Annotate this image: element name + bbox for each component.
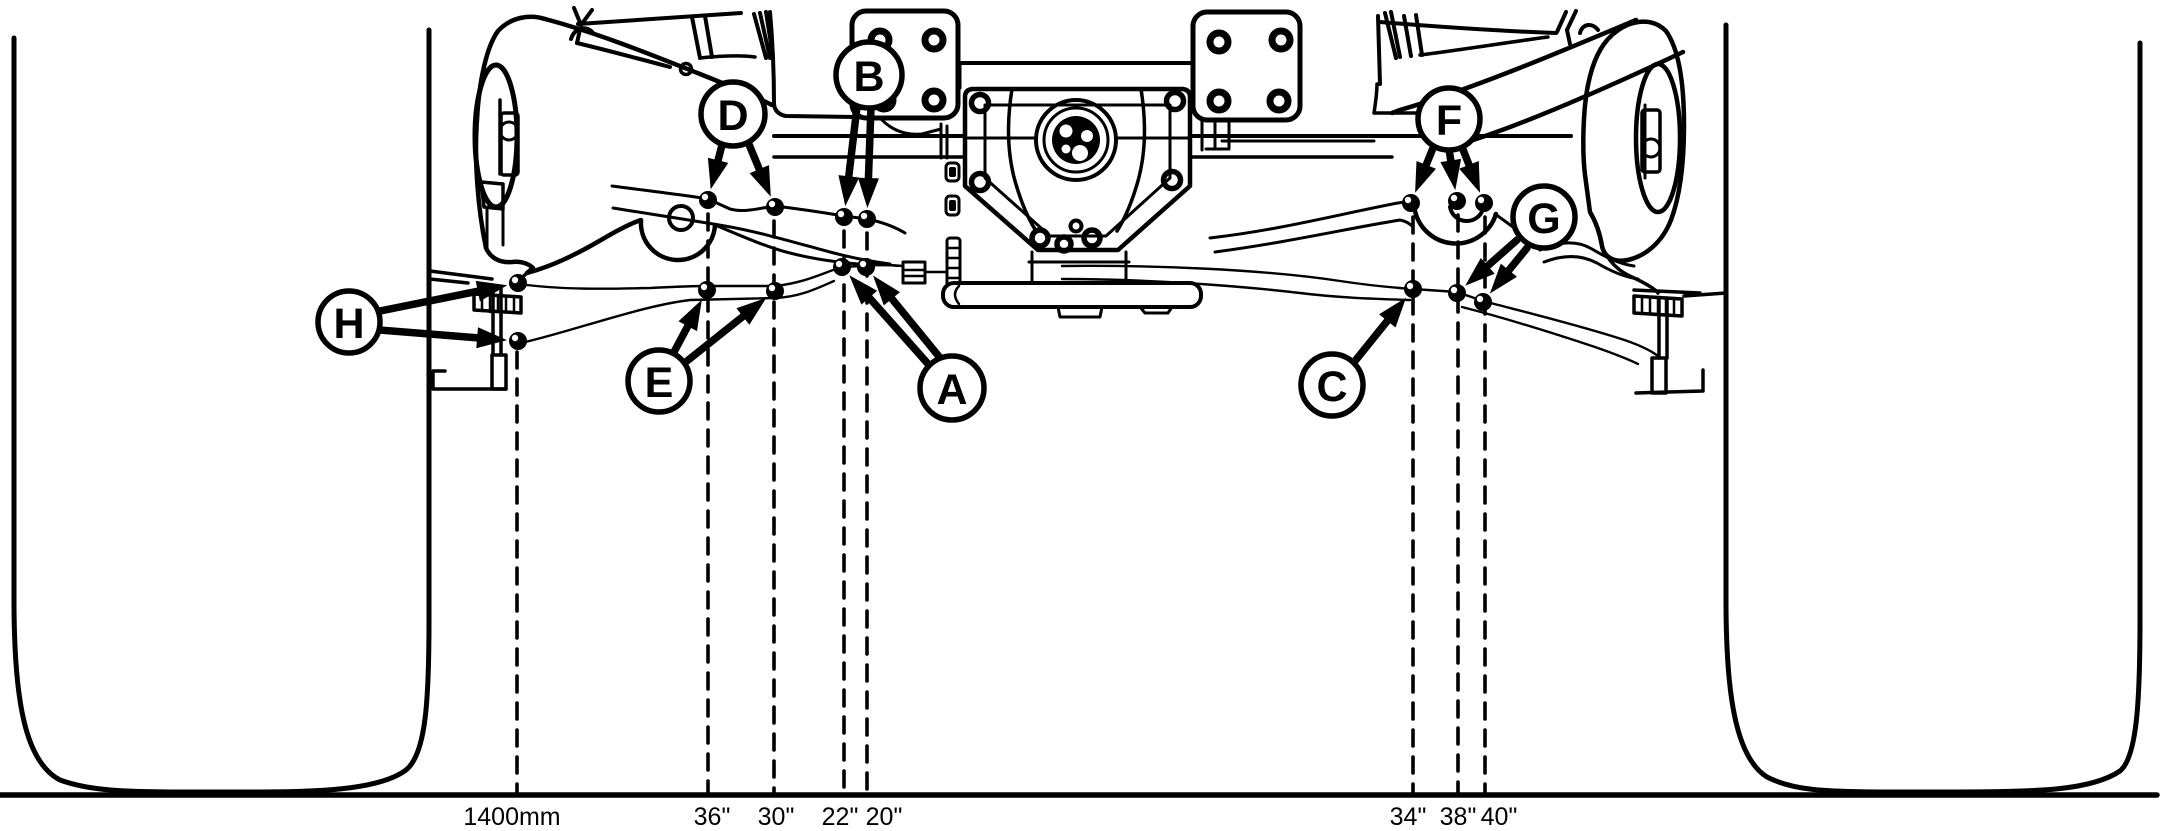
- svg-text:E: E: [645, 359, 674, 407]
- svg-text:22": 22": [822, 803, 859, 831]
- svg-text:G: G: [1527, 195, 1560, 243]
- svg-text:D: D: [717, 92, 748, 140]
- svg-text:36": 36": [694, 803, 731, 831]
- svg-text:F: F: [1436, 97, 1462, 145]
- svg-text:40": 40": [1481, 803, 1518, 831]
- svg-text:20": 20": [866, 803, 903, 831]
- svg-text:30": 30": [758, 803, 795, 831]
- svg-text:B: B: [853, 53, 884, 101]
- svg-text:34": 34": [1390, 803, 1427, 831]
- svg-text:1400mm: 1400mm: [463, 803, 560, 831]
- svg-text:A: A: [936, 366, 967, 414]
- svg-text:C: C: [1316, 363, 1347, 411]
- svg-text:38": 38": [1440, 803, 1477, 831]
- svg-text:H: H: [333, 300, 364, 348]
